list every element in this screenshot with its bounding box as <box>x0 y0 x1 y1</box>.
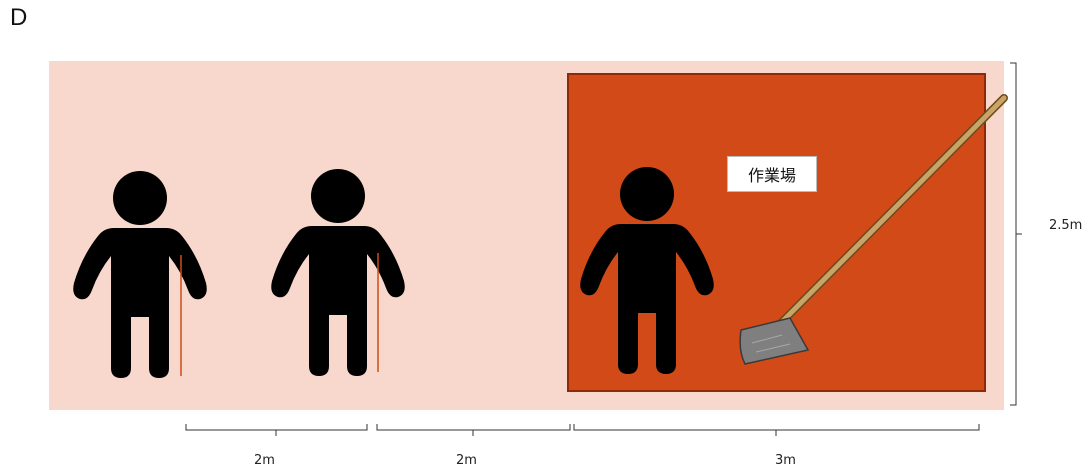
dimension-label-gap1: 2m <box>254 453 275 468</box>
dimension-bracket-workspace <box>574 424 979 436</box>
dimension-label-height: 2.5m <box>1049 218 1082 233</box>
dimension-bracket-gap2 <box>377 424 570 436</box>
dimension-bracket-gap1 <box>186 424 367 436</box>
workspace-label: 作業場 <box>727 156 817 192</box>
dimension-label-gap2: 2m <box>456 453 477 468</box>
dimension-bracket-height <box>1010 63 1022 405</box>
dimension-label-workspace-width: 3m <box>775 453 796 468</box>
